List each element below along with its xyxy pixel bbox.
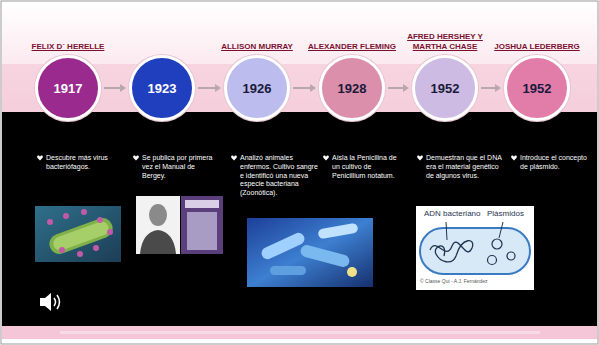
footer-strip [2,326,597,339]
description-text: Aísla la Penicilina de un cultivo de Pen… [332,154,404,180]
event-description: Se publica por primera vez el Manual de … [142,154,214,180]
figure-text: © Classe Qui - A.J. Fernández [420,278,530,284]
leader-line [499,222,503,238]
year-label: 1952 [431,81,460,96]
year-circle: ALEXANDER FLEMING1928 [319,55,385,121]
heart-bullet [231,155,237,161]
event-description: Aísla la Penicilina de un cultivo de Pen… [332,154,404,180]
figure-text: Plásmidos [487,209,531,219]
year-label: 1926 [243,81,272,96]
figure-label: ADN bacteriano [424,209,486,219]
bacteriophage-image [35,206,121,262]
event-description: Demuestran que el DNA era el material ge… [426,154,506,180]
year-label: 1952 [523,81,552,96]
figure-text: ADN bacteriano [424,209,486,219]
timeline-arrow [388,84,409,92]
year-circle: ALLISON MURRAY1926 [224,55,290,121]
bergey-portrait-and-book [136,196,223,254]
heart-bullet [417,155,423,161]
description-text: Introduce el concepto de plásmido. [520,154,590,172]
timeline-arrow [104,84,126,92]
scientist-name: JOSHUA LEDERBERG [492,42,582,52]
timeline-arrow [293,84,316,92]
timeline-arrow [481,84,501,92]
year-circle: JOSHUA LEDERBERG1952 [504,55,570,121]
bacteria-image [247,218,373,287]
description-text: Demuestran que el DNA era el material ge… [426,154,506,180]
year-label: 1923 [148,81,177,96]
description-text: Analizó animales enfermos. Cultivo sangr… [240,154,320,198]
scientist-name: AFRED HERSHEY Y MARTHA CHASE [400,32,490,52]
description-text: Se publica por primera vez el Manual de … [142,154,214,180]
dark-panel [2,112,597,326]
figure-label: © Classe Qui - A.J. Fernández [420,278,530,284]
timeline-arrow [198,84,221,92]
scientist-name: ALEXANDER FLEMING [307,42,397,52]
scientist-name: ALLISON MURRAY [212,42,302,52]
figure-label: Plásmidos [487,209,531,219]
leader-line [446,222,447,240]
description-text: Descubre más virus bacteriófagos. [46,154,120,172]
speaker-icon [40,293,60,311]
event-description: Introduce el concepto de plásmido. [520,154,590,172]
event-description: Descubre más virus bacteriófagos. [46,154,120,172]
event-description: Analizó animales enfermos. Cultivo sangr… [240,154,320,198]
year-circle: FELIX D´ HERELLE1917 [35,55,101,121]
year-circle: AFRED HERSHEY Y MARTHA CHASE1952 [412,55,478,121]
year-label: 1928 [338,81,367,96]
year-circle: 1923 [129,55,195,121]
heart-bullet [323,155,329,161]
footer-faint-text [60,331,540,334]
scientist-name: FELIX D´ HERELLE [23,42,113,52]
heart-bullet [37,155,43,161]
heart-bullet [511,155,517,161]
year-label: 1917 [54,81,83,96]
plasmid-diagram [416,206,534,290]
heart-bullet [133,155,139,161]
